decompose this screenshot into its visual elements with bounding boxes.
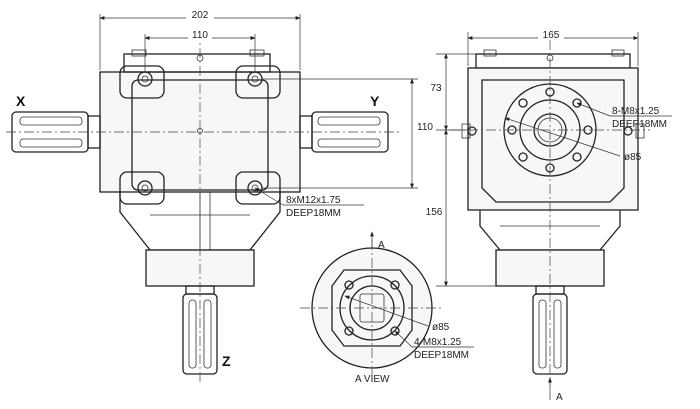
dim-lower-height: 156 bbox=[426, 207, 443, 218]
side-bolt-note-2: DEEP18MM bbox=[612, 119, 667, 130]
label-shaft-z: Z bbox=[222, 353, 231, 369]
a-view-flange bbox=[331, 269, 413, 347]
side-view-arrow-label: A bbox=[556, 392, 563, 403]
side-inner-frame bbox=[481, 79, 625, 203]
front-top-cover bbox=[123, 53, 271, 73]
front-top-lug-right bbox=[249, 49, 265, 57]
a-view: A ø85 4-M8x1.25 DEEP18MM A VIEW bbox=[300, 231, 474, 385]
side-shaft bbox=[532, 285, 568, 375]
a-view-arrow-label: A bbox=[378, 240, 385, 251]
a-view-bore-diameter: ø85 bbox=[432, 322, 450, 333]
side-housing bbox=[467, 67, 639, 211]
front-bolt-bosses bbox=[119, 65, 281, 205]
a-view-bolt-note-1: 4-M8x1.25 bbox=[414, 337, 462, 348]
side-bore-diameter: ø85 bbox=[624, 152, 642, 163]
dim-overall-width: 202 bbox=[192, 10, 209, 21]
label-shaft-x: X bbox=[16, 93, 26, 109]
a-view-bolt-note-2: DEEP18MM bbox=[414, 350, 469, 361]
a-view-title: A VIEW bbox=[355, 374, 390, 385]
side-top-cover bbox=[475, 53, 631, 69]
front-view: 202 110 110 8xM12x1.75 DEEP18MM X Y Z bbox=[6, 9, 436, 385]
side-bolt-note-1: 8-M8x1.25 bbox=[612, 106, 660, 117]
dim-height: 110 bbox=[417, 122, 433, 133]
dim-bolt-spacing: 110 bbox=[192, 30, 208, 41]
front-bolt-note-1: 8xM12x1.75 bbox=[286, 195, 341, 206]
label-shaft-y: Y bbox=[370, 93, 380, 109]
front-top-lug-left bbox=[131, 49, 147, 57]
side-view: 165 73 156 8-M8x1.25 DEEP18MM ø85 A bbox=[424, 29, 672, 403]
front-bolt-note-2: DEEP18MM bbox=[286, 208, 341, 219]
dim-upper-height: 73 bbox=[430, 83, 442, 94]
dim-side-width: 165 bbox=[543, 30, 560, 41]
